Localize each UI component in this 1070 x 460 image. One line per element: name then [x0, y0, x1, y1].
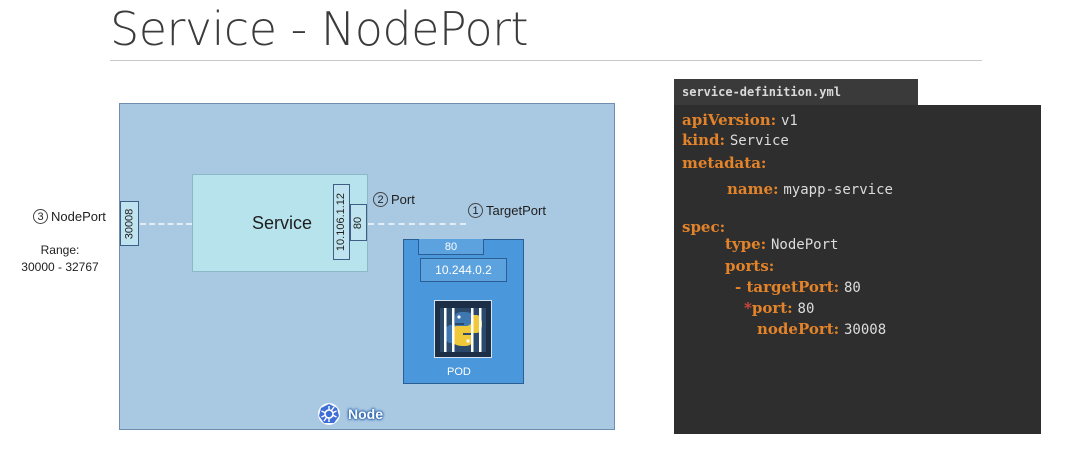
title-divider [110, 60, 982, 61]
code-value: 80 [797, 301, 815, 317]
range-label: Range: [40, 243, 80, 257]
code-line-ports: ports: [725, 257, 774, 275]
slide-title: Service - NodePort [110, 2, 529, 56]
code-line-nodeport: nodePort: 30008 [757, 320, 886, 338]
code-key: nodePort: [757, 320, 840, 338]
code-key: apiVersion: [682, 111, 777, 129]
targetport-number: 1 [468, 203, 483, 218]
code-panel [674, 105, 1041, 434]
node-footer: Node [316, 401, 383, 427]
code-key: name: [727, 180, 779, 198]
pod-label: POD [447, 366, 471, 378]
code-value: NodePort [771, 237, 839, 253]
code-value: Service [729, 133, 789, 149]
code-key: - targetPort: [735, 278, 840, 296]
python-container-icon [433, 299, 493, 359]
targetport-callout: 1 TargetPort [468, 203, 546, 218]
code-value: 80 [844, 280, 861, 296]
range-value: 30000 - 32767 [21, 260, 99, 274]
targetport-callout-label: TargetPort [486, 203, 546, 218]
code-line-targetport: - targetPort: 80 [735, 278, 861, 296]
code-key: ports: [725, 257, 775, 275]
code-key: kind: [682, 131, 726, 149]
service-label: Service [252, 213, 313, 233]
port-callout: 2 Port [373, 192, 415, 207]
code-line-name: name: myapp-service [727, 180, 893, 198]
code-line-kind: kind: Service [682, 131, 789, 149]
code-line-metadata: metadata: [682, 154, 766, 172]
nodeport-callout: 3 NodePort [33, 209, 106, 224]
code-line-spec: spec: [682, 218, 725, 236]
code-value: 30008 [843, 322, 887, 338]
port-callout-label: Port [391, 192, 415, 207]
node-label: Node [348, 406, 383, 422]
service-port: 80 [350, 204, 367, 241]
code-value: v1 [781, 113, 798, 129]
code-key: type: [725, 235, 767, 253]
code-key: metadata: [682, 154, 767, 172]
nodeport-callout-label: NodePort [51, 209, 106, 224]
code-line-type: type: NodePort [725, 235, 838, 253]
code-key: port: [751, 299, 793, 317]
cluster-ip-text: 10.106.1.12 [335, 192, 348, 252]
node-port-text: 30008 [123, 208, 136, 239]
code-key: spec: [682, 218, 726, 236]
code-value: myapp-service [783, 182, 893, 198]
code-file-tab: service-definition.yml [674, 79, 918, 105]
code-line-apiversion: apiVersion: v1 [682, 111, 798, 129]
nodeport-connector [140, 223, 192, 225]
code-line-port: *port: 80 [744, 299, 814, 317]
nodeport-range: Range: 30000 - 32767 [10, 242, 110, 276]
pod-port: 80 [418, 239, 484, 255]
port-number: 2 [373, 192, 388, 207]
nodeport-number: 3 [33, 209, 48, 224]
pod-ip: 10.244.0.2 [420, 258, 507, 282]
service-cluster-ip: 10.106.1.12 [333, 184, 350, 260]
kubernetes-wheel-icon [318, 403, 340, 425]
service-port-text: 80 [352, 216, 365, 229]
port-connector [368, 223, 466, 225]
node-port: 30008 [120, 201, 139, 246]
required-marker: * [744, 299, 752, 317]
